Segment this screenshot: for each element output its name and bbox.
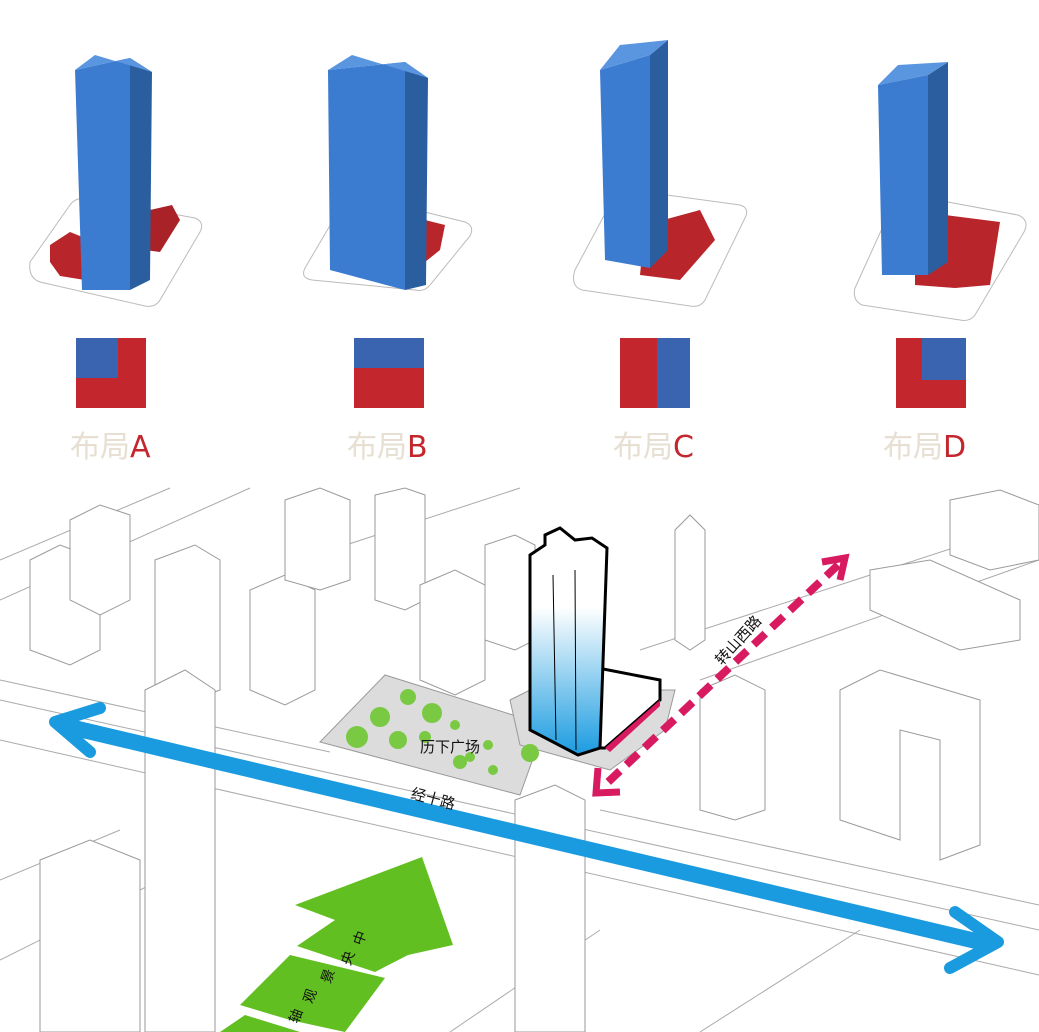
plan-square-c — [620, 338, 690, 408]
svg-text:中: 中 — [351, 929, 371, 948]
zhuanshan-west-road-arrow — [592, 553, 850, 797]
trees — [346, 689, 539, 775]
plan-square-a — [76, 338, 146, 408]
lixia-plaza-label: 历下广场 — [420, 738, 480, 756]
svg-text:轴: 轴 — [287, 1007, 307, 1026]
jingshi-road-arrow — [49, 702, 1004, 974]
site-map: 历下广场 经十路 转山西路 中 央 景 观 轴 — [0, 487, 1039, 1032]
svg-text:央: 央 — [339, 949, 359, 968]
layout-d-model — [853, 62, 1027, 321]
plan-square-b — [354, 338, 424, 408]
central-landscape-axis-label: 中 央 景 观 轴 — [287, 929, 371, 1026]
layout-b-label: 布局B — [347, 430, 428, 465]
plan-square-d — [896, 338, 966, 408]
proposed-tower — [528, 526, 662, 757]
layout-a-model — [29, 55, 203, 307]
layout-d-label: 布局D — [883, 430, 966, 465]
layout-b-model — [303, 55, 473, 291]
layout-a-label: 布局A — [70, 430, 151, 465]
layout-c-model — [573, 40, 748, 307]
svg-text:景: 景 — [319, 967, 339, 986]
svg-text:观: 观 — [301, 987, 321, 1006]
central-landscape-axis-arrow — [220, 857, 453, 1032]
layout-c-label: 布局C — [613, 430, 694, 465]
